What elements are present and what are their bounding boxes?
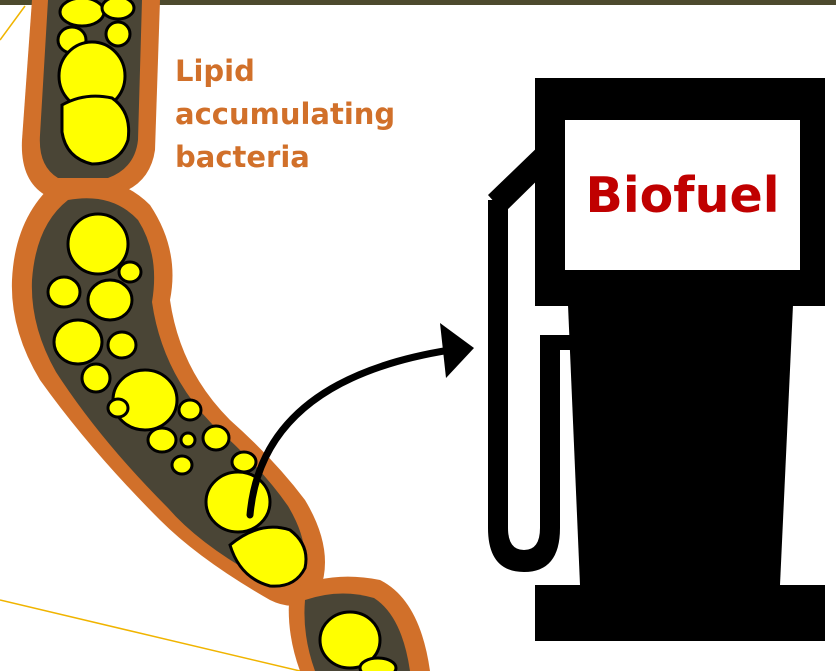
bacteria-label-line-1: Lipid (175, 50, 395, 93)
bacteria-label-line-3: bacteria (175, 136, 395, 179)
bacteria-label: Lipid accumulating bacteria (175, 50, 395, 179)
bacteria-label-line-2: accumulating (175, 93, 395, 136)
biofuel-sign-label: Biofuel (565, 120, 800, 270)
